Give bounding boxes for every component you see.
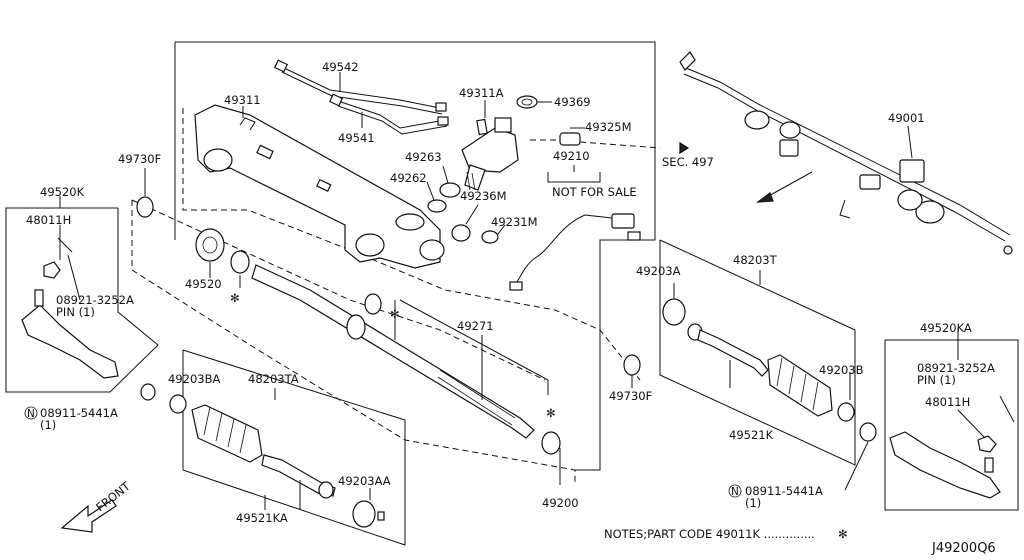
label-sec-497: SEC. 497 (662, 155, 714, 169)
n-circle-letter: N (731, 486, 739, 498)
notes-text: NOTES;PART CODE 49011K .............. (604, 527, 815, 541)
label-49521K: 49521K (729, 428, 774, 442)
boot-clamp-49730F-right (623, 354, 641, 376)
gear-housing (194, 104, 445, 269)
label-qty-left: (1) (40, 418, 56, 432)
label-49311A: 49311A (459, 86, 504, 100)
label-49520KA: 49520KA (920, 321, 972, 335)
label-48011H-left: 48011H (26, 213, 71, 227)
nut-right (859, 422, 877, 442)
label-49730F-left: 49730F (118, 152, 161, 166)
o-ring-rack (364, 293, 382, 315)
label-49203AA: 49203AA (338, 474, 391, 488)
asterisk-icon: ✻ (230, 291, 240, 305)
label-48203TA: 48203TA (248, 372, 299, 386)
label-08921-left: 08921-3252A (56, 293, 134, 307)
label-49542: 49542 (322, 60, 359, 74)
inner-socket-49521K (687, 323, 769, 377)
boot-frame-right (659, 239, 856, 466)
label-08911-right: 08911-5441A (745, 484, 823, 498)
front-arrow-icon (60, 499, 117, 533)
nut-left (140, 383, 156, 401)
direction-arrow (764, 171, 813, 199)
label-qty-right: (1) (745, 496, 761, 510)
dashed-frame-rack (182, 108, 641, 381)
label-49311: 49311 (224, 93, 261, 107)
o-ring-49262 (427, 199, 447, 213)
wiring-harness (509, 213, 641, 291)
boot-clamp-49730F-left (136, 196, 154, 218)
label-49231M: 49231M (491, 215, 538, 229)
tie-rod-end-left (21, 237, 119, 379)
sensor-49325M (530, 132, 690, 155)
label-49271: 49271 (457, 319, 494, 333)
bushing-49520 (195, 228, 225, 262)
label-49236M: 49236M (460, 189, 507, 203)
clamp-49203BA (169, 394, 187, 414)
label-49369: 49369 (554, 95, 591, 109)
label-49262: 49262 (390, 171, 427, 185)
clamp-49203AA (352, 500, 376, 528)
label-49521KA: 49521KA (236, 511, 288, 525)
label-49520: 49520 (185, 277, 222, 291)
asterisk-icon: ✻ (838, 527, 848, 541)
n-circle-letter: N (27, 408, 35, 420)
label-49001: 49001 (888, 111, 925, 125)
bushing-rack-end (541, 431, 561, 455)
asterisk-icon: ✻ (546, 406, 556, 420)
diagram-id: J49200Q6 (931, 541, 996, 556)
asterisk-icon: ✻ (390, 307, 400, 321)
label-08921-right: 08921-3252A (917, 361, 995, 375)
label-pin-left: PIN (1) (56, 305, 95, 319)
plug-49231M (481, 230, 499, 244)
label-front: FRONT (93, 479, 133, 515)
tie-rod-end-right (889, 395, 1015, 499)
tie-rod-end-box-right (884, 339, 1019, 511)
label-49203BA: 49203BA (168, 372, 220, 386)
rack-bar (251, 264, 535, 439)
cap-49236M (451, 224, 471, 242)
label-49520K: 49520K (40, 185, 85, 199)
label-49730F-right: 49730F (609, 389, 652, 403)
label-49263: 49263 (405, 150, 442, 164)
tie-rod-end-box-left (5, 207, 159, 393)
clamp-49203B (837, 402, 855, 422)
label-49203A: 49203A (636, 264, 681, 278)
label-49203B: 49203B (819, 363, 864, 377)
label-49541: 49541 (338, 131, 375, 145)
label-49210: 49210 (553, 149, 590, 163)
label-49325M: 49325M (585, 120, 632, 134)
control-valve (461, 117, 519, 191)
label-not-for-sale: NOT FOR SALE (552, 185, 637, 199)
hydraulic-pipes (273, 59, 449, 135)
n-circle-icon (24, 406, 38, 420)
dust-boot-48203TA (191, 404, 263, 463)
n-circle-icon (728, 484, 742, 498)
inner-socket-49521KA (261, 454, 336, 499)
clamp-49203A (662, 298, 686, 326)
label-49200: 49200 (542, 496, 579, 510)
label-08911-left: 08911-5441A (40, 406, 118, 420)
seal-ring-49369 (516, 95, 538, 109)
complete-gear-assembly (679, 51, 1013, 255)
dust-boot-48203T (767, 354, 833, 417)
label-pin-right: PIN (1) (917, 373, 956, 387)
o-ring-49263 (439, 182, 461, 198)
label-48203T: 48203T (733, 253, 778, 267)
label-48011H-right: 48011H (925, 395, 970, 409)
